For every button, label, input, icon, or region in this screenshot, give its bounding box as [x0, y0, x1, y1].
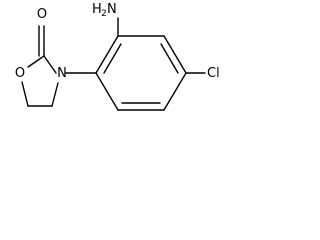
bond-ch2-n-ring: [51, 82, 59, 107]
bond-ar-4-5: [163, 72, 187, 111]
bond-ar-6-1: [95, 72, 119, 111]
structure-canvas: O O N H 2 N Cl: [0, 0, 240, 116]
bond-ch2-ch2: [21, 81, 29, 107]
carbonyl-double-bond: [38, 25, 45, 57]
bond-n-c2: [43, 55, 57, 74]
bond-ar-inner-b: [160, 43, 179, 74]
molecule-structure: O O N H 2 N Cl: [15, 2, 220, 111]
bond-ar-1-2: [95, 35, 119, 74]
amine-h-subscript: 2: [101, 9, 107, 19]
carbonyl-oxygen-label: O: [37, 7, 47, 22]
amine-h-label: H: [92, 2, 102, 17]
ring-oxygen-label: O: [15, 66, 25, 81]
bond-ar-inner-a: [103, 43, 122, 74]
bond-c2-o-ring: [27, 55, 45, 68]
benzene-ring: [95, 35, 187, 111]
ring-nitrogen-label: N: [57, 66, 67, 81]
amine-n-label: N: [107, 2, 117, 17]
chlorine-label: Cl: [207, 66, 220, 81]
amine-label: H 2 N: [92, 2, 117, 19]
bond-ar-3-4: [163, 35, 187, 74]
oxazolidinone-ring: [21, 55, 59, 107]
